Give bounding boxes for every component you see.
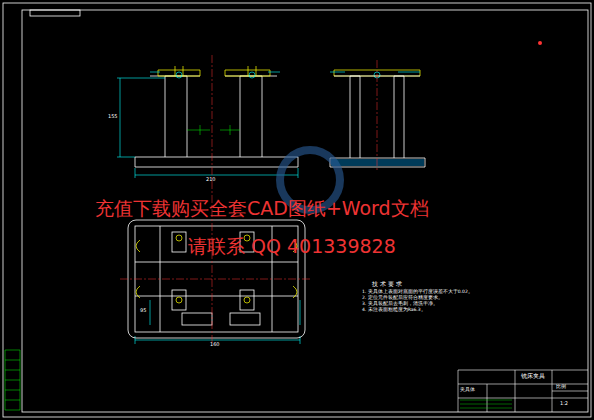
note-line: 2. 定位元件装配后应符合精度要求。 (362, 296, 443, 301)
note-line: 4. 未注表面粗糙度为Ra6.3。 (362, 308, 426, 313)
dimension: 210 (206, 177, 216, 183)
watermark: 充值下载购买全套CAD图纸+Word文档 (95, 198, 429, 219)
title-cell: 夹具体 (460, 387, 475, 393)
title-cell: 1:2 (560, 401, 568, 407)
title-cell: 比例 (556, 385, 566, 390)
dimension: 155 (108, 114, 118, 120)
dimension: 95 (140, 308, 146, 314)
note-line: 1. 夹具体上表面对底面的平行度误差不大于0.02。 (362, 290, 473, 295)
note-line: 3. 夹具装配后去毛刺，清洗干净。 (362, 302, 438, 307)
watermark: 请联系 QQ 401339828 (188, 236, 396, 257)
title-cell: 铣床夹具 (521, 373, 545, 380)
dimension: 160 (210, 342, 220, 348)
note-heading: 技 术 要 求 (372, 281, 402, 288)
